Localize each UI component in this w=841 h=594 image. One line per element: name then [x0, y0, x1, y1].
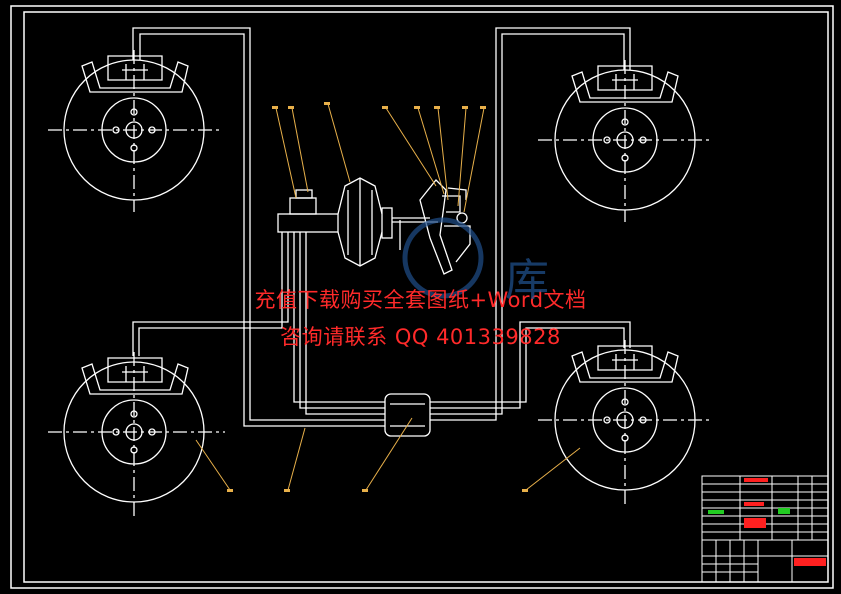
leader-lines	[195, 103, 581, 491]
booster-master-cylinder	[277, 177, 438, 267]
wheel-rear-left	[48, 352, 225, 518]
watermark-logo	[402, 217, 484, 299]
inner-border	[23, 11, 829, 583]
outer-border	[10, 5, 834, 589]
title-block	[701, 475, 829, 583]
watermark-line-2: 咨询请联系 QQ 401339828	[280, 325, 561, 349]
brake-pipes	[132, 27, 631, 427]
wheel-assemblies	[48, 50, 712, 518]
brake-pedal	[419, 179, 471, 275]
watermark-line-1: 充值下载购买全套图纸+Word文档	[254, 288, 587, 312]
title-block-marks	[708, 478, 826, 566]
wheel-front-right	[538, 60, 710, 222]
watermark-logo-char: 库	[505, 255, 549, 306]
item-number-marks	[227, 102, 528, 492]
wheel-front-left	[48, 50, 220, 212]
wheel-rear-right	[538, 340, 712, 505]
proportioning-valve	[384, 393, 431, 437]
